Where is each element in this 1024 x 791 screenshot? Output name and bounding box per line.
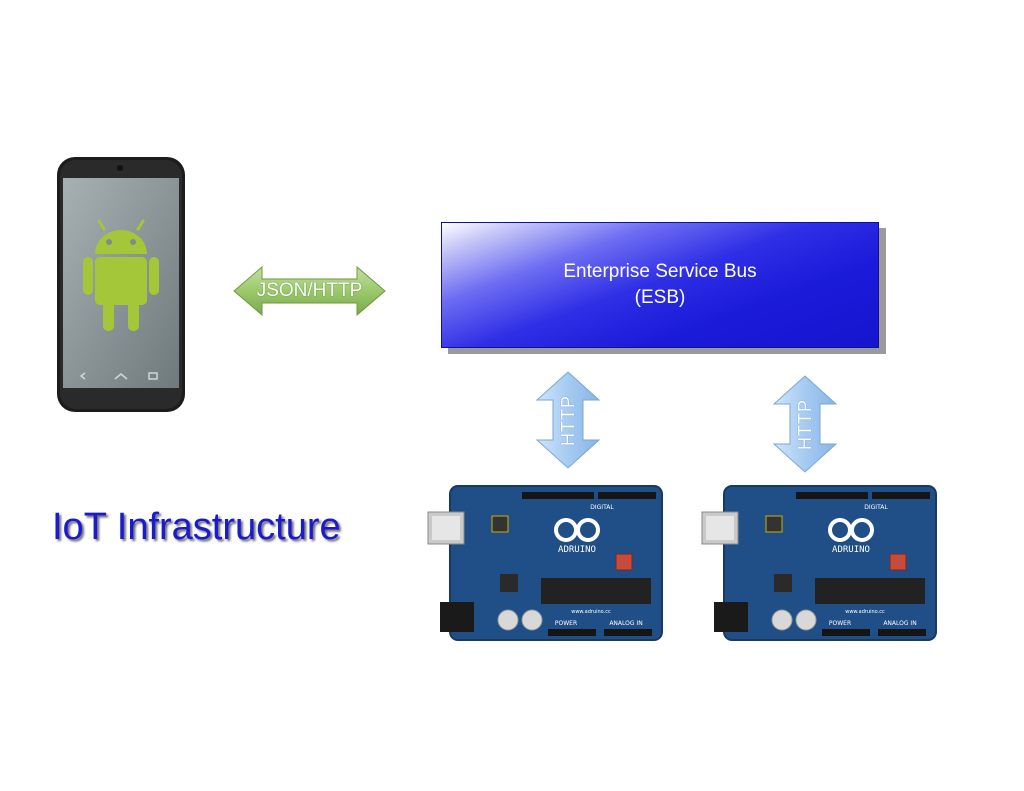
json-http-double-arrow [233,265,386,317]
android-robot-icon [83,219,159,331]
http-label-text: HTTP [557,394,578,446]
http-label: HTTP [772,374,838,474]
android-phone-icon [57,157,185,412]
board-brand: ADRUINO [832,545,870,555]
arduino-board-icon: ADRUINO DIGITAL POWER ANALOG IN www.adru… [427,485,663,641]
board-power-label: POWER [829,620,851,627]
esb-box: Enterprise Service Bus (ESB) [441,222,879,348]
esb-abbreviation: (ESB) [634,287,686,308]
board-digital-label: DIGITAL [590,504,614,511]
board-analog-label: ANALOG IN [883,620,916,627]
iot-infrastructure-title: IoT Infrastructure [52,506,341,548]
board-power-label: POWER [555,620,577,627]
http-double-arrow [535,371,601,469]
json-http-label: JSON/HTTP [256,280,363,301]
board-brand: ADRUINO [558,545,596,555]
board-analog-label: ANALOG IN [609,620,642,627]
http-double-arrow [772,375,838,473]
board-digital-label: DIGITAL [864,504,888,511]
arduino-board-icon: ADRUINO DIGITAL POWER ANALOG IN www.adru… [701,485,937,641]
esb-title: Enterprise Service Bus [563,261,757,282]
http-label-text: HTTP [794,398,815,450]
http-label: HTTP [535,370,601,470]
board-web-label: www.adruino.cc [845,609,885,615]
board-web-label: www.adruino.cc [571,609,611,615]
